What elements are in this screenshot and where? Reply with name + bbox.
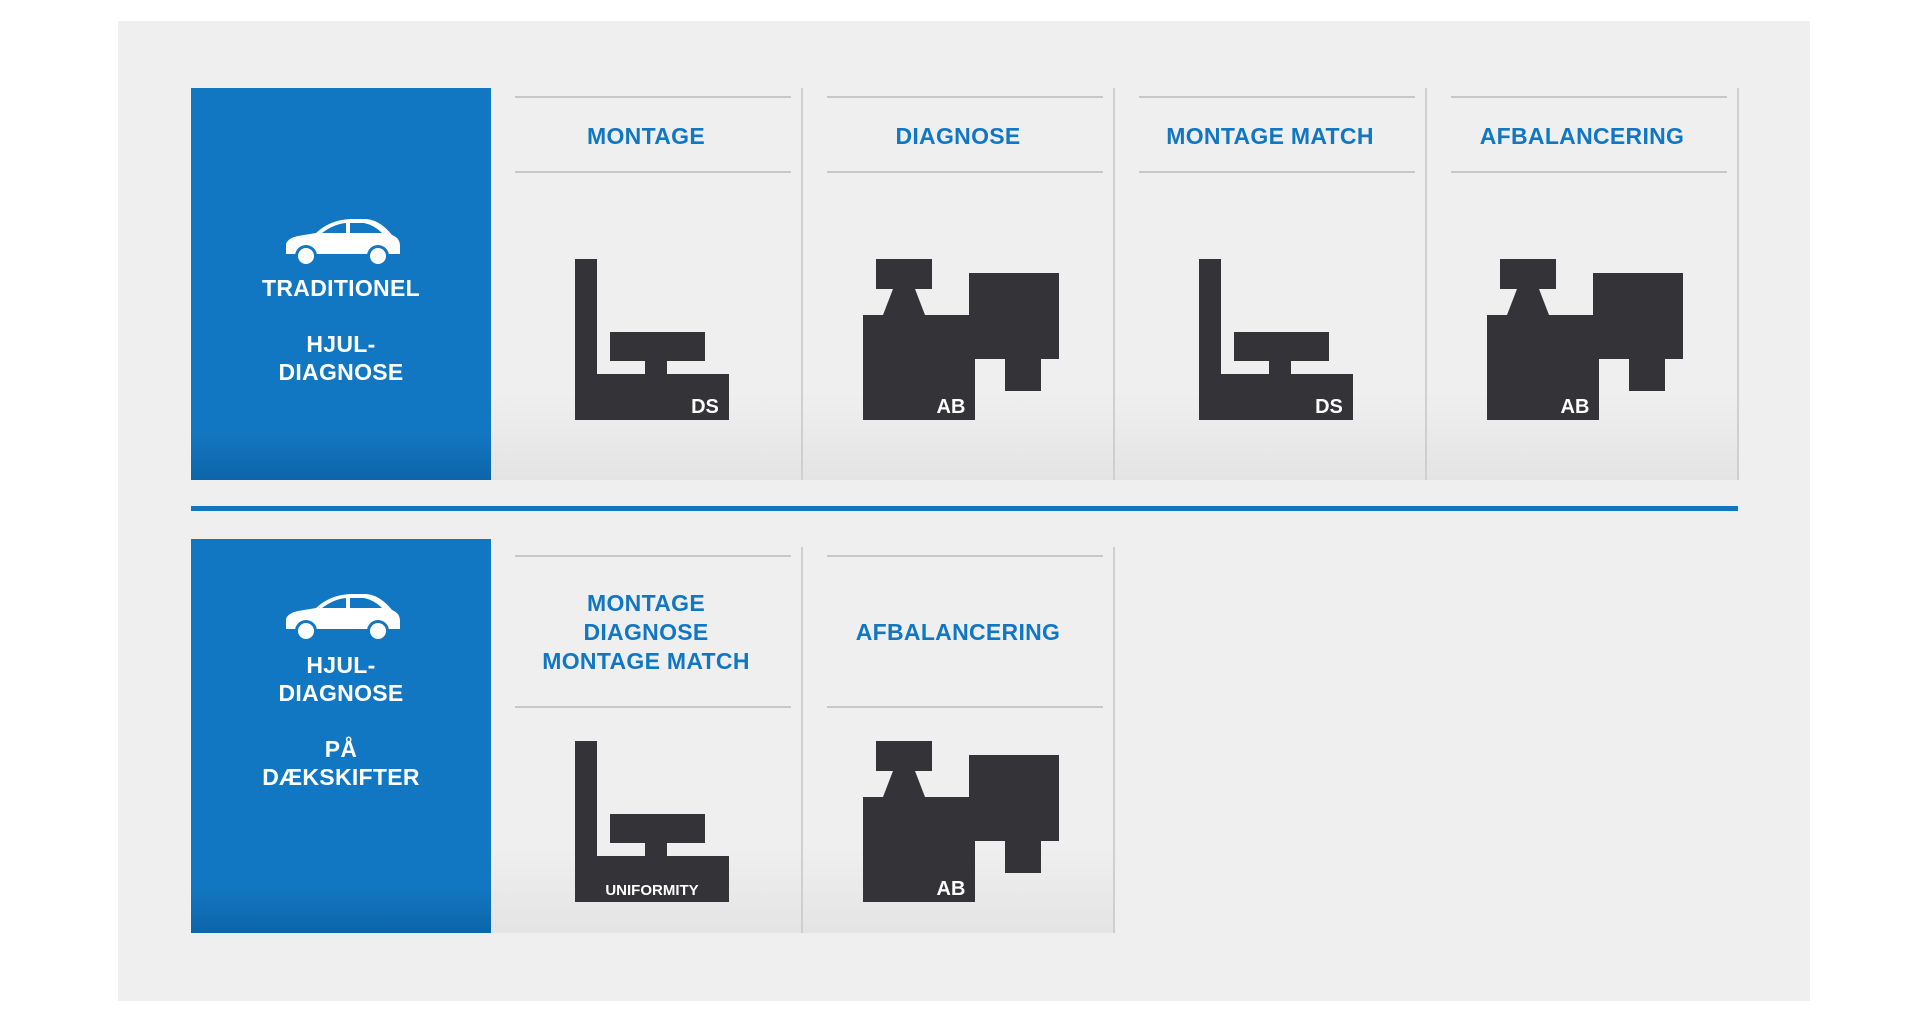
car-icon — [286, 219, 400, 267]
machine-badge: DS — [1315, 396, 1343, 418]
balancing-machine-icon: AB — [863, 741, 1059, 902]
mounting-machine-icon: DS — [575, 259, 729, 420]
machine-badge: AB — [1561, 396, 1590, 418]
header-rule — [515, 171, 791, 173]
step-title-line: DIAGNOSE — [583, 619, 709, 645]
step-column-combined: MONTAGE DIAGNOSE MONTAGE MATCH UNIFORMIT… — [491, 547, 803, 933]
header-rule — [515, 555, 791, 557]
mounting-machine-icon: DS — [1199, 259, 1353, 420]
step-title: MONTAGE — [587, 123, 705, 149]
row-label-line: DIAGNOSE — [278, 680, 404, 706]
machine-badge: DS — [691, 396, 719, 418]
row-label-on-tire-changer: HJUL- DIAGNOSE PÅ DÆKSKIFTER — [191, 539, 491, 933]
header-rule — [1139, 96, 1415, 98]
step-title: AFBALANCERING — [855, 619, 1061, 645]
mounting-machine-icon: UNIFORMITY — [575, 741, 729, 902]
header-rule — [827, 706, 1103, 708]
row-label-traditional: TRADITIONEL HJUL- DIAGNOSE — [191, 88, 491, 480]
step-column-afbalancering: AFBALANCERING AB — [1427, 88, 1739, 480]
step-title: DIAGNOSE — [895, 123, 1021, 149]
step-title-line: MONTAGE — [587, 590, 705, 616]
header-rule — [827, 96, 1103, 98]
header-rule — [1139, 171, 1415, 173]
balancing-machine-icon: AB — [863, 259, 1059, 420]
car-icon — [286, 594, 400, 642]
header-rule — [1451, 171, 1727, 173]
machine-badge: UNIFORMITY — [605, 882, 698, 899]
step-column-montage: MONTAGE DS — [491, 88, 803, 480]
machine-badge: AB — [937, 396, 966, 418]
step-title-line: MONTAGE MATCH — [542, 648, 750, 674]
row-label-line: TRADITIONEL — [262, 275, 420, 301]
step-column-montage-match: MONTAGE MATCH DS — [1115, 88, 1427, 480]
row-label-line: PÅ — [324, 736, 358, 762]
header-rule — [827, 171, 1103, 173]
machine-badge: AB — [937, 878, 966, 900]
step-title: MONTAGE MATCH — [1166, 123, 1374, 149]
row-divider — [191, 506, 1738, 511]
header-rule — [515, 96, 791, 98]
header-rule — [827, 555, 1103, 557]
step-column-afbalancering: AFBALANCERING AB — [803, 547, 1115, 933]
balancing-machine-icon: AB — [1487, 259, 1683, 420]
step-title: AFBALANCERING — [1479, 123, 1685, 149]
row-label-line: HJUL- — [306, 652, 376, 678]
step-column-diagnose: DIAGNOSE AB — [803, 88, 1115, 480]
row-label-line: DIAGNOSE — [278, 359, 404, 385]
header-rule — [515, 706, 791, 708]
row-label-line: HJUL- — [306, 331, 376, 357]
header-rule — [1451, 96, 1727, 98]
row-label-line: DÆKSKIFTER — [262, 764, 420, 790]
